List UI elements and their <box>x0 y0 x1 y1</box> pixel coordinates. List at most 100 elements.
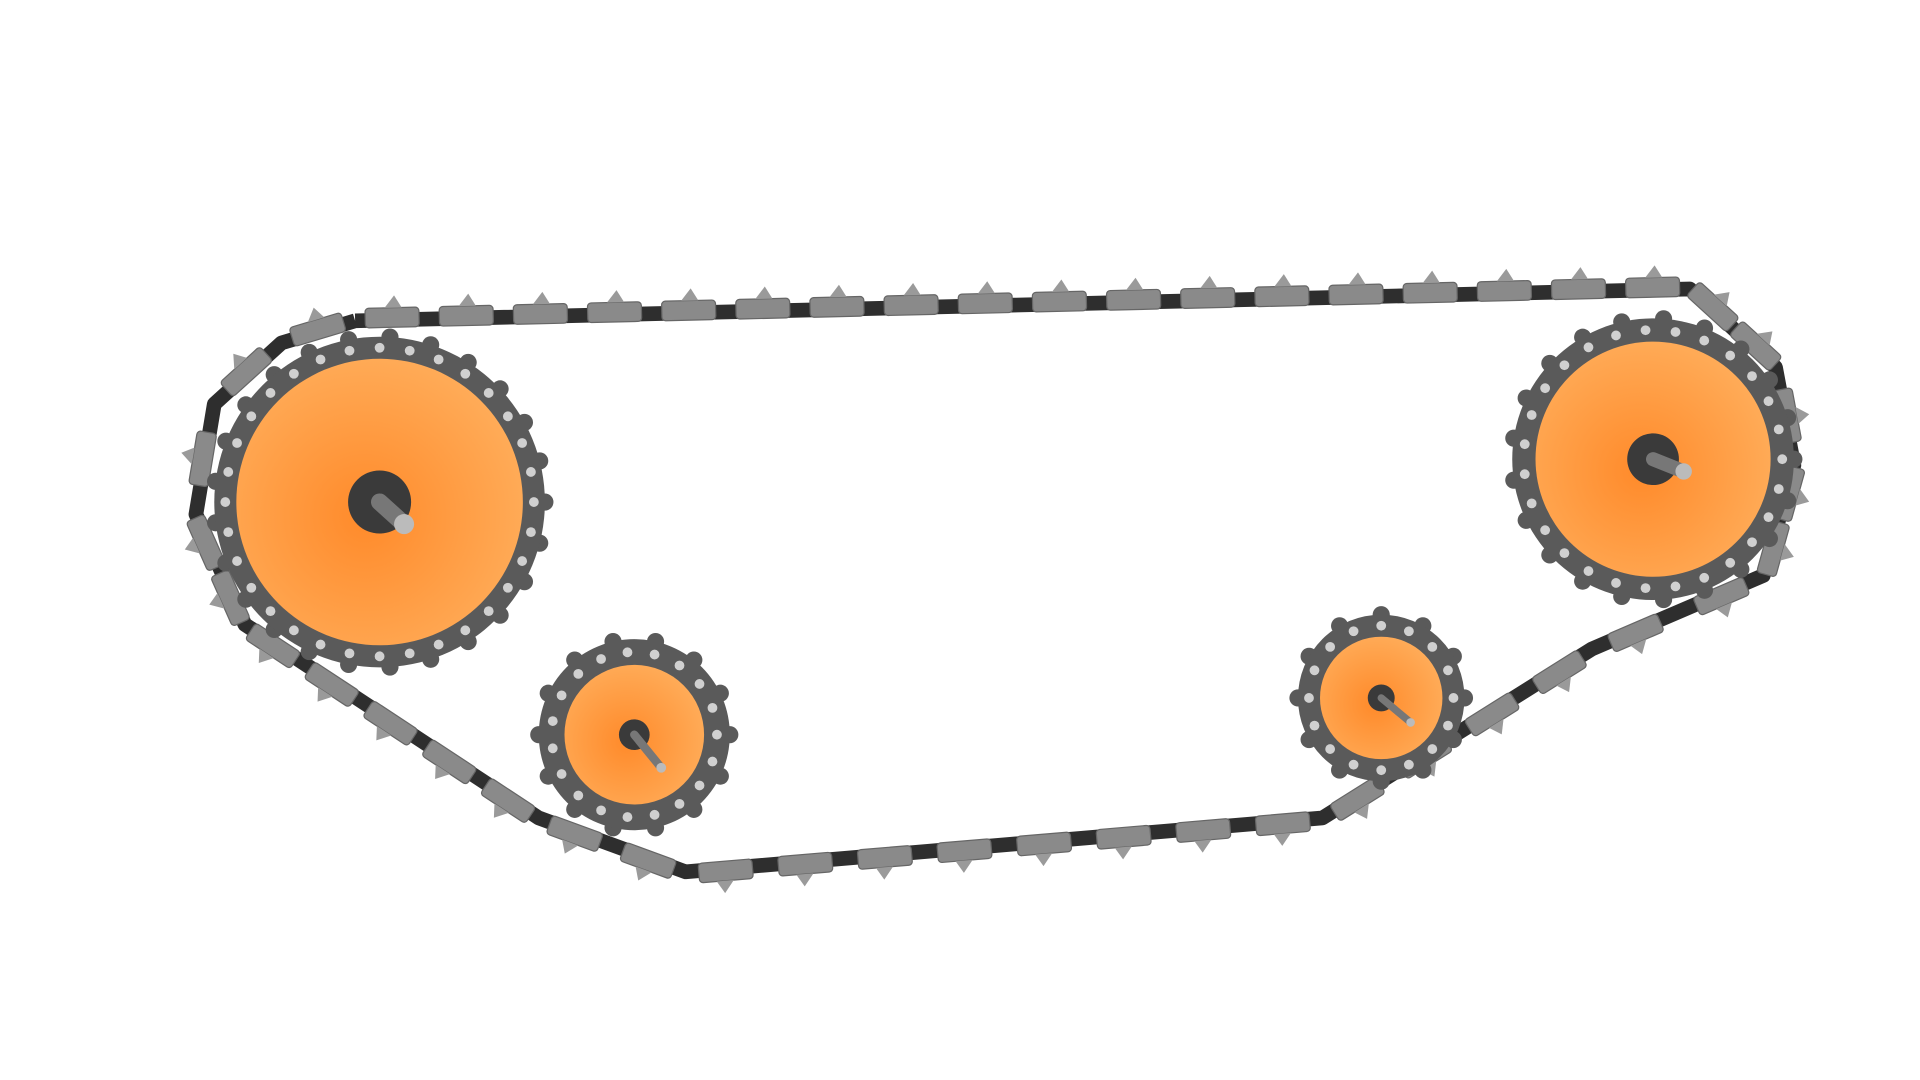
chain-link <box>181 430 217 488</box>
sprocket-hole <box>374 651 385 662</box>
chain-link <box>1693 577 1750 618</box>
chain-link <box>1175 818 1232 853</box>
sprocket-hole <box>1325 641 1336 652</box>
sprocket-hole <box>517 438 528 448</box>
sprocket-hole <box>707 702 718 713</box>
sprocket-hole <box>460 625 471 636</box>
shaft <box>630 730 666 772</box>
chain-link <box>546 815 603 854</box>
sprocket-hole <box>707 756 718 767</box>
sprocket-hole <box>649 809 660 820</box>
sprocket-hole <box>674 660 685 671</box>
sprocket-hole <box>483 606 494 617</box>
chain-link <box>363 701 418 746</box>
sprocket-hole <box>1699 335 1710 346</box>
sprocket-hole <box>502 411 513 422</box>
sprocket-hole <box>288 368 299 379</box>
sprocket-hole <box>1309 665 1320 676</box>
sprocket-hole <box>246 582 257 593</box>
sprocket-hole <box>622 812 633 822</box>
chain-link <box>1095 824 1152 860</box>
chain-link <box>1016 831 1073 867</box>
chain-link <box>1624 265 1681 299</box>
sprocket-hole <box>223 527 234 538</box>
sprocket-hole <box>315 354 326 365</box>
sprocket-hole <box>246 411 257 422</box>
chain-link <box>1756 520 1794 577</box>
chain-link <box>1254 274 1310 308</box>
sprocket-hole <box>596 654 606 664</box>
sprocket <box>207 328 554 676</box>
sprocket-hole <box>374 342 385 353</box>
sprocket-hole <box>315 639 326 650</box>
chain-plate <box>188 281 1802 880</box>
chain-link <box>735 286 791 320</box>
sprocket-hole <box>1640 325 1651 336</box>
shaft-end <box>656 762 667 773</box>
sprocket-hole <box>1670 581 1681 592</box>
sprocket-hole <box>1763 512 1774 523</box>
sprocket-hole <box>1403 626 1414 637</box>
shaft-end <box>1406 718 1415 727</box>
sprocket-hole <box>556 690 567 701</box>
sprocket-hole <box>1540 525 1551 536</box>
sprocket-hole <box>1427 744 1438 754</box>
sprocket-hole <box>1448 693 1459 703</box>
chain-link <box>957 281 1014 315</box>
sprocket-hole <box>483 388 494 398</box>
chain-link <box>422 739 477 785</box>
sprocket-hole <box>1348 759 1359 770</box>
sprocket-hole <box>622 647 633 658</box>
sprocket-hole <box>1559 548 1570 559</box>
sprocket-hole <box>232 438 242 448</box>
chain-link <box>856 845 913 880</box>
sprocket-hole <box>1640 583 1651 594</box>
sprocket-hole <box>1699 572 1710 583</box>
sprocket-hole <box>404 345 415 356</box>
sprockets <box>207 310 1803 837</box>
chain-link <box>1532 650 1587 695</box>
sprocket-hole <box>433 639 444 650</box>
sprocket-hole <box>526 527 536 538</box>
sprocket-hole <box>1773 424 1784 435</box>
sprocket-hole <box>694 679 705 689</box>
sprocket-hole <box>517 556 528 566</box>
sprocket-hole <box>694 780 705 791</box>
sprocket-hole <box>1747 537 1757 548</box>
shaft-end <box>394 514 415 535</box>
sprocket-hole <box>344 345 355 356</box>
chain-link <box>184 514 226 571</box>
chain-link <box>364 295 420 329</box>
shaft-end <box>1675 463 1692 480</box>
chain-link <box>883 283 939 317</box>
chain-link <box>438 293 494 327</box>
sprocket-hole <box>1763 396 1774 407</box>
sprocket-hole <box>573 668 584 679</box>
sprocket-hole <box>547 743 558 754</box>
sprocket-hole <box>526 467 536 477</box>
chain-link <box>1607 613 1664 655</box>
sprocket-hole <box>1540 383 1551 394</box>
sprocket-hole <box>1304 693 1314 703</box>
sprocket-hole <box>502 582 513 593</box>
sprocket-hole <box>1773 484 1784 494</box>
chain-link <box>1464 692 1520 737</box>
chain-link <box>1105 277 1162 311</box>
sprocket-hole <box>1747 371 1757 382</box>
sprocket-hole <box>1583 566 1594 576</box>
sprocket-hole <box>1611 330 1621 341</box>
chain-link <box>809 284 865 318</box>
sprocket-hole <box>220 497 231 507</box>
sprocket-hole <box>556 769 567 779</box>
sprocket-hole <box>1611 578 1621 588</box>
chain-link <box>1031 279 1088 313</box>
sprocket-hole <box>288 625 299 636</box>
sprocket-hole <box>1325 744 1336 754</box>
sprocket-hole <box>1376 620 1387 631</box>
chain-link <box>512 291 569 325</box>
sprocket-hole <box>547 716 558 726</box>
sprocket <box>1289 606 1474 790</box>
sprocket-hole <box>1519 439 1530 450</box>
